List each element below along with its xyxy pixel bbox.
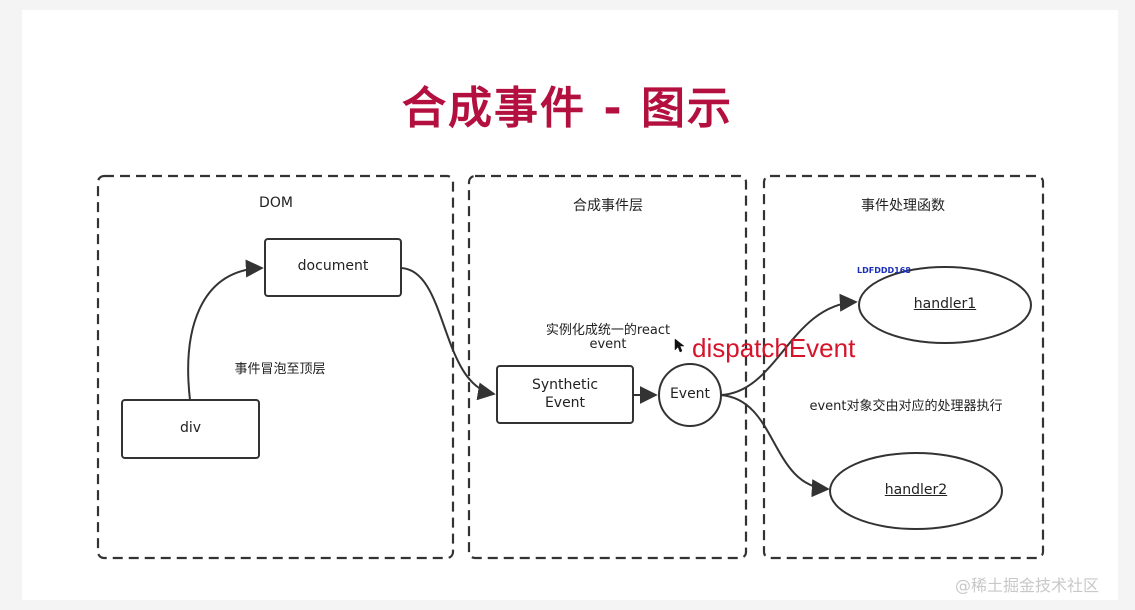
assign-note: event对象交由对应的处理器执行 bbox=[809, 399, 1003, 414]
div-node bbox=[121, 399, 260, 459]
event-label: Event bbox=[669, 386, 711, 402]
arrow-event-to-handler2 bbox=[720, 394, 830, 498]
div-label: div bbox=[179, 420, 202, 436]
handlers-region bbox=[762, 174, 1045, 560]
arrow-div-to-document bbox=[187, 259, 264, 401]
mouse-cursor-icon bbox=[674, 338, 685, 353]
dom-region bbox=[96, 174, 455, 560]
dom-region-label: DOM bbox=[259, 195, 293, 211]
arrow-document-to-synthetic bbox=[400, 267, 496, 401]
instantiate-note-line1: 实例化成统一的react bbox=[545, 323, 671, 338]
document-node bbox=[264, 238, 402, 297]
synthetic-event-label-line2: Event bbox=[544, 395, 586, 411]
tag-label: LDFDDD168 bbox=[857, 266, 911, 275]
bubble-note: 事件冒泡至顶层 bbox=[234, 362, 326, 377]
handler1-node bbox=[858, 266, 1032, 344]
synthetic-layer-label: 合成事件层 bbox=[573, 198, 643, 214]
handler2-node bbox=[829, 452, 1003, 530]
page-title: 合成事件 - 图示 bbox=[402, 83, 733, 134]
instantiate-note-line2: event bbox=[589, 337, 627, 352]
document-label: document bbox=[297, 258, 369, 274]
arrow-event-to-handler1 bbox=[720, 293, 858, 396]
watermark-text: @稀土掘金技术社区 bbox=[955, 576, 1100, 595]
synthetic-event-label-line1: Synthetic bbox=[531, 377, 599, 393]
handlers-region-label: 事件处理函数 bbox=[861, 198, 945, 214]
handler1-label: handler1 bbox=[913, 296, 977, 312]
dispatch-event-label: dispatchEvent bbox=[692, 333, 856, 363]
handler2-label: handler2 bbox=[884, 482, 948, 498]
synthetic-layer-region bbox=[467, 174, 748, 560]
